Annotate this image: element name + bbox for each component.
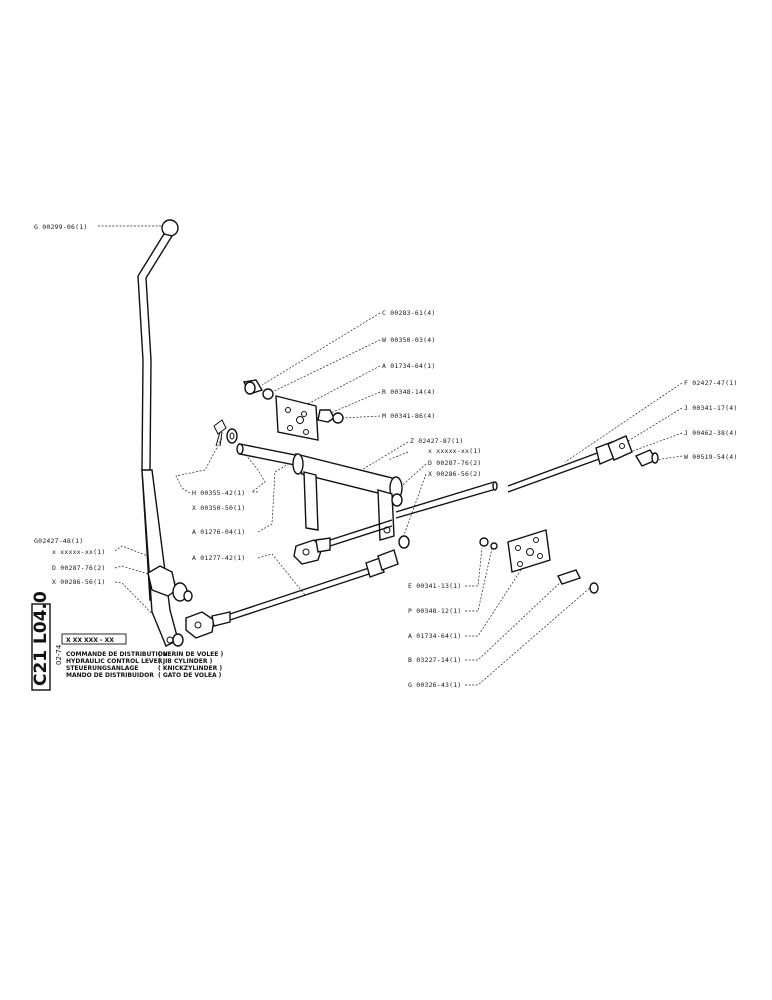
sheet-date: 02-74 xyxy=(55,644,63,665)
hand-lever xyxy=(137,219,193,647)
lower-right-plate xyxy=(479,529,599,594)
callout-labels: G 00299-06(1) C 00283-61(4) W 00350-03(4… xyxy=(34,223,737,689)
callout-r-348: R 00348-14(4) xyxy=(382,388,435,396)
sheet-code: C21 L04.0 xyxy=(31,591,51,686)
callout-a-1734-top: A 01734-64(1) xyxy=(382,362,435,370)
callout-a-1277: A 01277-42(1) xyxy=(192,554,245,562)
callout-h-355: H 00355-42(1) xyxy=(192,489,245,497)
callout-d-287-l: D 00287-76(2) xyxy=(52,564,105,572)
callout-j-341: J 00341-17(4) xyxy=(684,404,737,412)
callout-w-350: W 00350-03(4) xyxy=(382,336,435,344)
callout-x-286-l: X 00286-56(1) xyxy=(52,578,105,586)
callout-x-286-r: X 00286-56(2) xyxy=(428,470,481,478)
middle-link-rod xyxy=(293,519,393,565)
title-fr: COMMANDE DE DISTRIBUTION xyxy=(66,651,168,658)
ref-box: X XX XXX - XX xyxy=(66,637,114,644)
title-es: MANDO DE DISTRIBUIDOR xyxy=(66,672,154,679)
callout-b-3227: B 03227-14(1) xyxy=(408,656,461,664)
callout-d-287-r: D 00287-76(2) xyxy=(428,459,481,467)
callout-w-519: W 00519-54(4) xyxy=(684,453,737,461)
subtitle-fr: ( VERIN DE VOLEE ) xyxy=(158,651,223,658)
callout-j-462: J 00462-38(4) xyxy=(684,429,737,437)
upper-mounting-plate xyxy=(242,379,344,441)
callout-g-326: G 00326-43(1) xyxy=(408,681,461,689)
callout-p-348: P 00348-12(1) xyxy=(408,607,461,615)
callout-x-350: X 00350-50(1) xyxy=(192,504,245,512)
callout-a-1734-bot: A 01734-64(1) xyxy=(408,632,461,640)
subtitle-es: ( GATO DE VOLEA ) xyxy=(158,672,222,679)
callout-x-xxxxx-r: x xxxxx-xx(1) xyxy=(428,447,481,455)
callout-m-341: M 00341-86(4) xyxy=(382,412,435,420)
callout-c-283: C 00283-61(4) xyxy=(382,309,435,317)
callout-g-top: G 00299-06(1) xyxy=(34,223,87,231)
lower-link-rod xyxy=(185,549,399,639)
leader-lines xyxy=(98,225,683,686)
callout-x-xxxxx-l: x xxxxx-xx(1) xyxy=(52,548,105,556)
title-block: C21 L04.0 02-74 X XX XXX - XX COMMANDE D… xyxy=(31,591,223,691)
callout-z-2427: Z 02427-87(1) xyxy=(410,437,463,445)
callout-a-1276: A 01276-04(1) xyxy=(192,528,245,536)
split-pin-washer xyxy=(213,419,238,447)
subtitle-en: ( JIB CYLINDER ) xyxy=(158,658,213,665)
title-en: HYDRAULIC CONTROL LEVER xyxy=(66,658,163,665)
right-rod-clevis xyxy=(507,435,659,493)
cross-shaft xyxy=(236,443,498,549)
title-de: STEUERUNGSANLAGE xyxy=(66,665,138,672)
callout-e-341: E 00341-13(1) xyxy=(408,582,461,590)
callout-g-2427: G02427-48(1) xyxy=(34,537,83,545)
callout-f-2427: F 02427-47(1) xyxy=(684,379,737,387)
subtitle-de: ( KNICKZYLINDER ) xyxy=(158,665,222,672)
